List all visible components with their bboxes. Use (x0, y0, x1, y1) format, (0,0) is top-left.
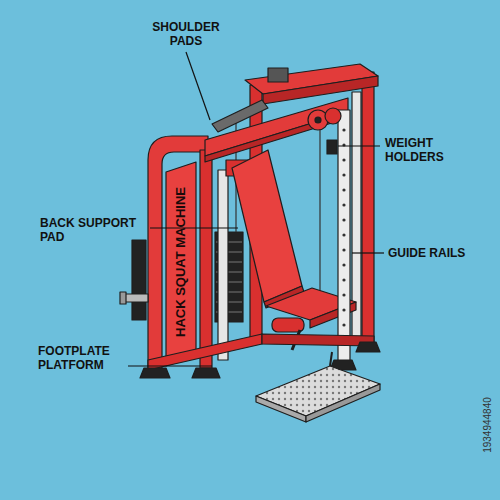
part-label: SHOULDER PADS (140, 20, 232, 48)
part-label: WEIGHT HOLDERS (385, 136, 465, 164)
watermark-id: 1934944840 (481, 397, 495, 453)
part-label: FOOTPLATE PLATFORM (38, 344, 126, 372)
leader-lines (128, 52, 384, 366)
part-label: BACK SUPPORT PAD (40, 216, 150, 244)
part-label: GUIDE RAILS (388, 246, 488, 260)
machine-name: HACK SQUAT MACHINE (174, 187, 188, 337)
